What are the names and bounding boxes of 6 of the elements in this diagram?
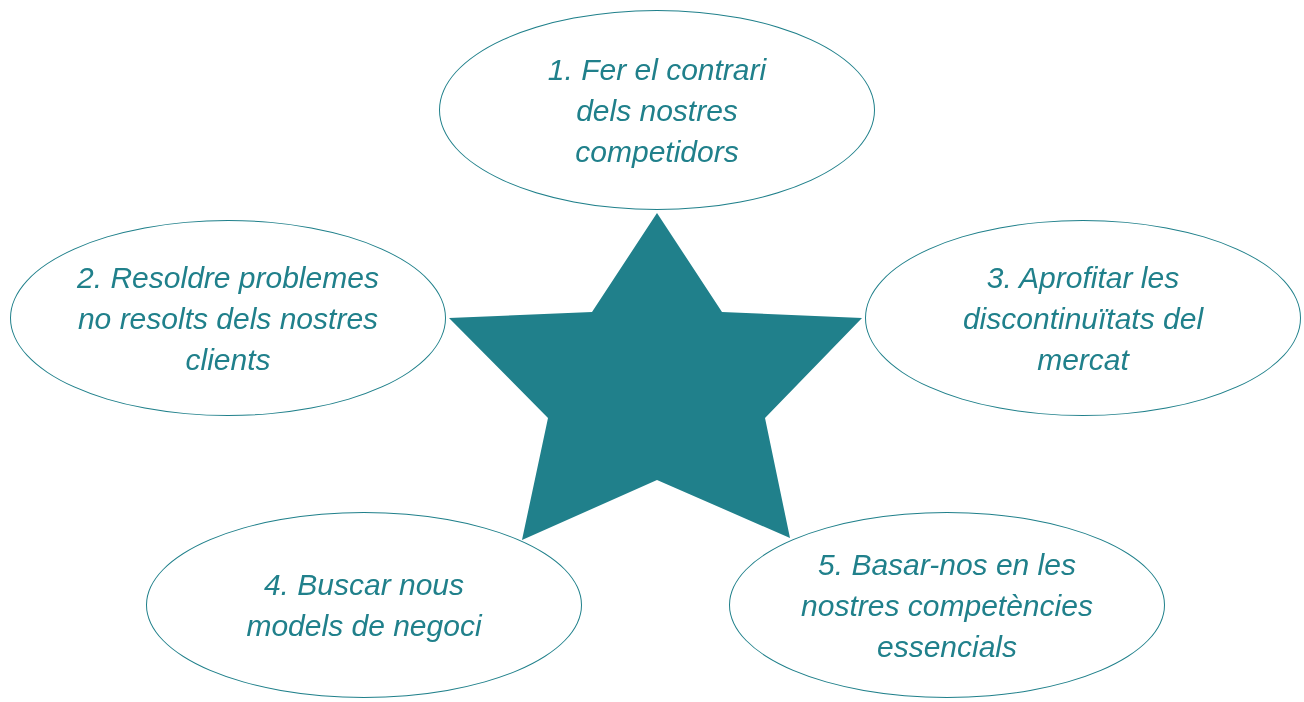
node-text: 2. Resoldre problemes no resolts dels nostres clients xyxy=(76,259,380,378)
node-text: 1. Fer el contrari dels nostres competidors xyxy=(546,51,768,170)
star-shape xyxy=(449,213,862,540)
node-text: 5. Basar-nos en les nostres competències essencials xyxy=(800,546,1094,665)
node-text: 4. Buscar nous models de negoci xyxy=(245,567,484,644)
node-text: 3. Aprofitar les discontinuïtats del mercat xyxy=(961,259,1205,378)
